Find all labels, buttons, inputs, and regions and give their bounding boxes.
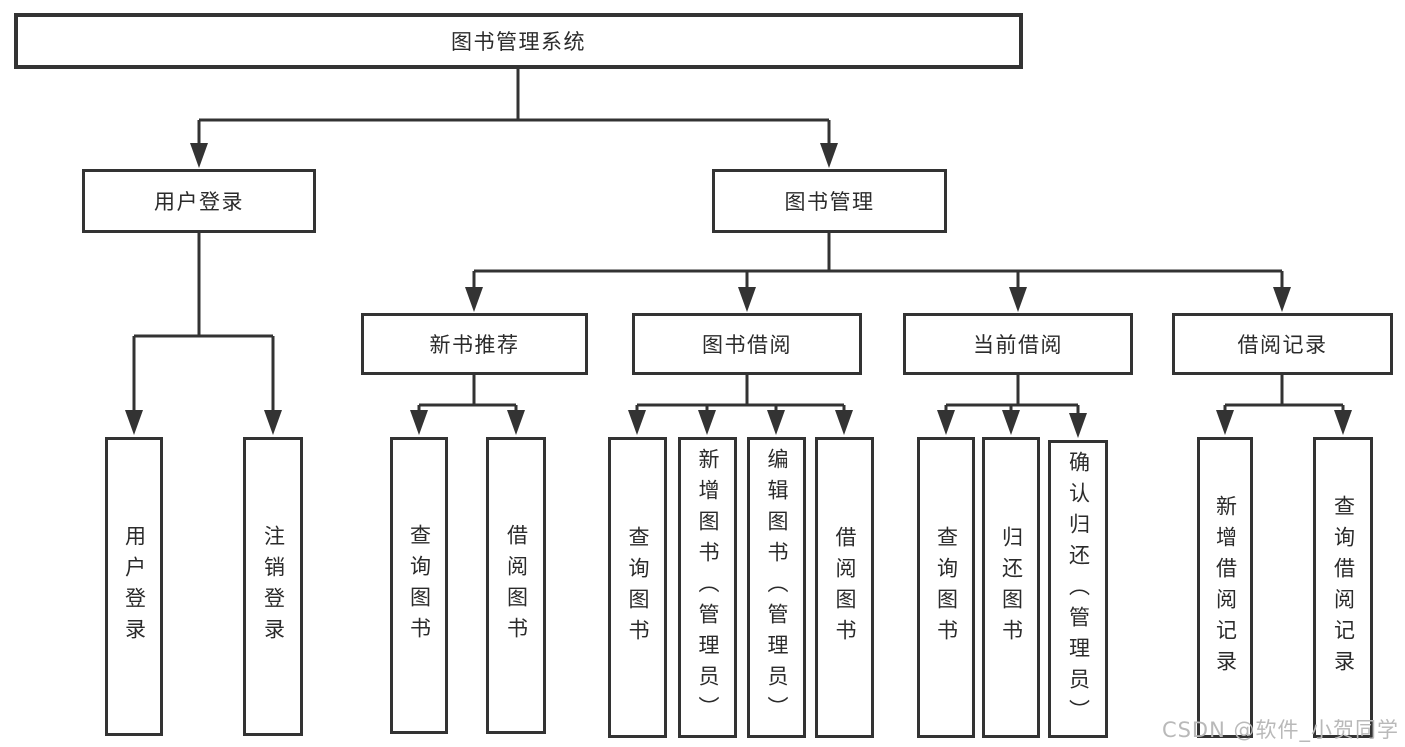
node-root: 图书管理系统: [14, 13, 1023, 69]
leaf-current-return-books: 归还图书: [982, 437, 1040, 738]
node-new-book-recommend: 新书推荐: [361, 313, 588, 375]
leaf-user-login: 用户登录: [105, 437, 163, 736]
leaf-current-confirm-return-admin: 确认归还（管理员）: [1048, 440, 1108, 738]
node-book-borrowing: 图书借阅: [632, 313, 862, 375]
leaf-current-query-books: 查询图书: [917, 437, 975, 738]
node-book-management: 图书管理: [712, 169, 947, 233]
leaf-borrow-add-books-admin: 新增图书（管理员）: [678, 437, 737, 738]
watermark-text: CSDN @软件_小贺同学: [1161, 718, 1399, 742]
leaf-borrow-query-books: 查询图书: [608, 437, 667, 738]
leaf-borrow-borrow-books: 借阅图书: [815, 437, 874, 738]
node-borrowing-records: 借阅记录: [1172, 313, 1393, 375]
leaf-newbooks-query-books: 查询图书: [390, 437, 448, 734]
leaf-logout: 注销登录: [243, 437, 303, 736]
leaf-borrow-edit-books-admin: 编辑图书（管理员）: [747, 437, 806, 738]
node-current-borrowing: 当前借阅: [903, 313, 1133, 375]
leaf-newbooks-borrow-books: 借阅图书: [486, 437, 546, 734]
node-user-login: 用户登录: [82, 169, 316, 233]
leaf-records-add-record: 新增借阅记录: [1197, 437, 1253, 738]
leaf-records-query-record: 查询借阅记录: [1313, 437, 1373, 738]
